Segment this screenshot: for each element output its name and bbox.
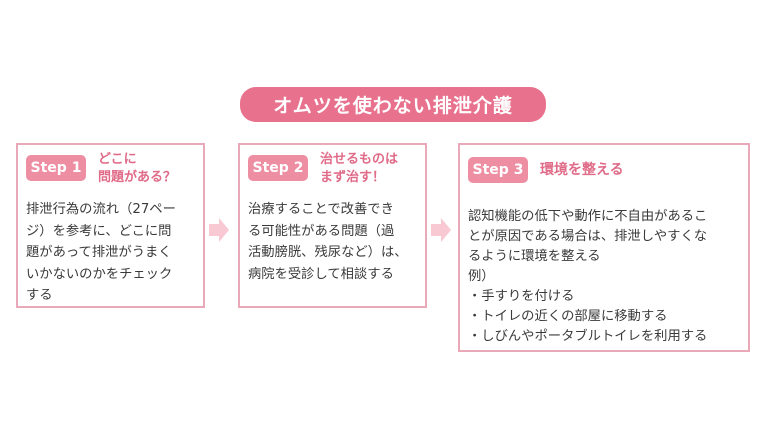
step-3-card: Step 3 環境を整える 認知機能の低下や動作に不自由があるこ とが原因である… [458, 143, 750, 352]
body-line: る可能性がある問題（過 [248, 223, 395, 239]
body-line: 認知機能の低下や動作に不自由があるこ [468, 209, 708, 224]
step-2-heading: 治せるものは まず治す！ [320, 152, 399, 185]
step-2-body: 治療することで改善でき る可能性がある問題（過 活動膀胱、残尿など）は、 病院を… [248, 199, 419, 285]
body-line: ・手すりを付ける [468, 289, 575, 304]
body-line: ・しびんやポータブルトイレを利用する [468, 329, 708, 344]
body-line: ・トイレの近くの部屋に移動する [468, 309, 668, 324]
body-line: 排泄行為の流れ（27ペー [26, 202, 176, 217]
step-3-badge: Step 3 [468, 157, 528, 183]
body-line: 例） [468, 269, 495, 284]
body-line: 治療することで改善でき [248, 202, 394, 217]
body-line: する [26, 288, 53, 303]
step-2-card: Step 2 治せるものは まず治す！ 治療することで改善でき る可能性がある問… [238, 143, 427, 308]
body-line: とが原因である場合は、排泄しやすくな [468, 229, 708, 244]
step-3-heading: 環境を整える [540, 162, 624, 178]
step-1-badge: Step 1 [26, 155, 86, 181]
body-line: 病院を受診して相談する [248, 266, 394, 282]
body-line: ジ）を参考に、どこに問 [26, 223, 172, 239]
step-1-heading: どこに 問題がある？ [98, 152, 177, 185]
step-3-body: 認知機能の低下や動作に不自由があるこ とが原因である場合は、排泄しやすくな るよ… [468, 207, 742, 347]
step-1-card: Step 1 どこに 問題がある？ 排泄行為の流れ（27ペー ジ）を参考に、どこ… [16, 143, 205, 308]
body-line: 活動膀胱、残尿など）は、 [248, 245, 408, 260]
body-line: いかないのかをチェック [26, 266, 173, 282]
step-1-body: 排泄行為の流れ（27ペー ジ）を参考に、どこに問 題があって排泄がうまく いかな… [26, 199, 197, 307]
body-line: 題があって排泄がうまく [26, 245, 172, 260]
page-title: オムツを使わない排泄介護 [240, 87, 546, 122]
body-line: るように環境を整える [468, 249, 601, 264]
step-2-badge: Step 2 [248, 155, 308, 181]
